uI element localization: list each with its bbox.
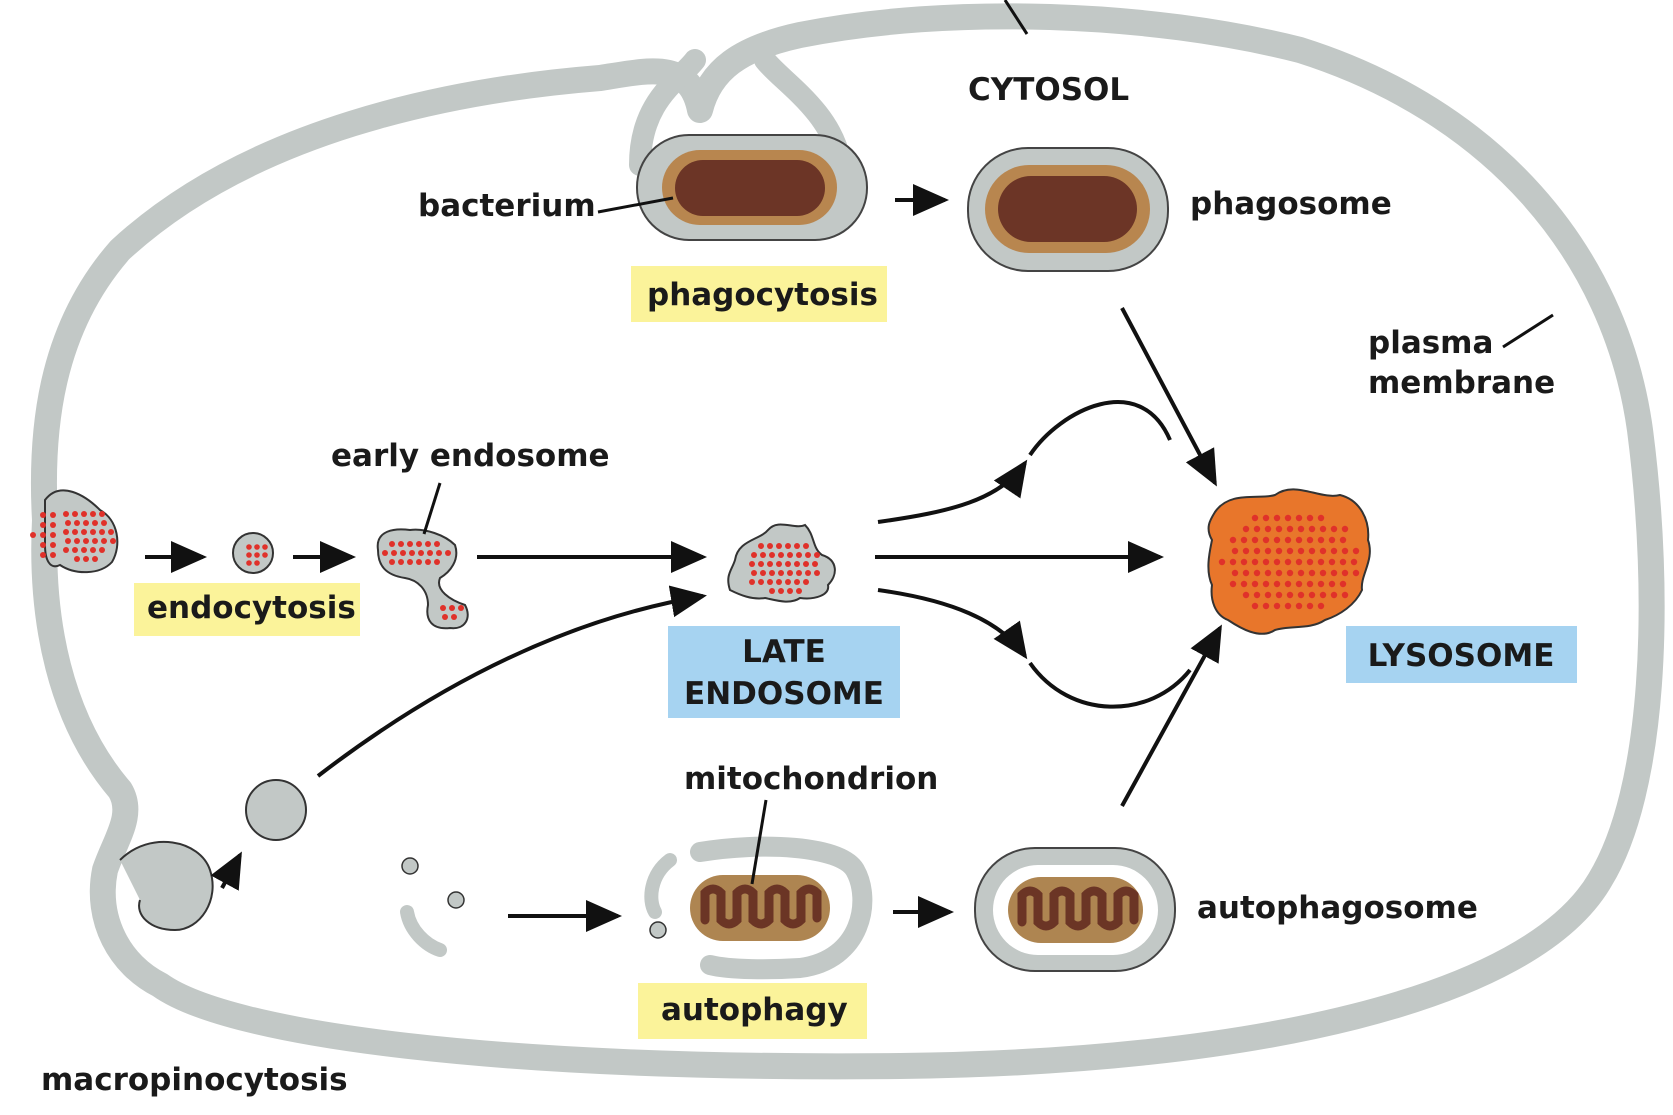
bacterium-pointer [597, 196, 674, 214]
plasma-membrane-label-line1: plasma [1368, 325, 1493, 361]
late-endosome-shape [727, 523, 836, 603]
autophagy-membrane-fragments [400, 853, 677, 957]
bacterium-label: bacterium [418, 188, 596, 224]
macropinocytosis-label: macropinocytosis [41, 1062, 348, 1098]
early-endosome-shape [376, 528, 469, 630]
late-endosome-label-line2: ENDOSOME [684, 676, 884, 712]
autophagosome-label: autophagosome [1197, 890, 1478, 926]
macropinosome-shape [119, 779, 307, 932]
arrow-autophagosome-to-lysosome [1120, 624, 1222, 807]
phagocytic-cup [629, 49, 868, 241]
mitochondrion-shape [690, 875, 830, 941]
phagosome-shape [967, 147, 1169, 272]
arrow-lower-branch-to-lysosome [1028, 661, 1192, 709]
endocytosis-label: endocytosis [147, 590, 356, 626]
arrow-late-endosome-upper-branch [877, 459, 1028, 524]
lysosome-shape [1207, 488, 1371, 635]
early-endosome-label: early endosome [331, 438, 610, 474]
arrow-upper-branch-to-lysosome [1028, 400, 1172, 457]
endocytic-pit [30, 489, 119, 574]
late-endosome-highlight [668, 626, 900, 718]
mitochondrion-label: mitochondrion [684, 761, 938, 797]
arrow-phagosome-to-lysosome [1120, 307, 1217, 487]
plasma-membrane-label-line2: membrane [1368, 365, 1555, 401]
cytosol-label: CYTOSOL [968, 72, 1129, 108]
arrow-macropinosome-to-late-endosome [316, 585, 707, 778]
membrane-pointer-top [1003, 0, 1029, 35]
plasma-membrane-shape [30, 3, 1665, 1080]
plasma-membrane-pointer [1502, 313, 1554, 349]
endocytic-vesicle [232, 532, 274, 574]
late-endosome-label-line1: LATE [742, 634, 826, 670]
phagocytosis-label: phagocytosis [647, 277, 878, 313]
pathway-arrows [145, 184, 1222, 932]
lysosome-highlight [1346, 626, 1577, 683]
autophagy-label: autophagy [661, 992, 848, 1028]
autophagy-highlight [638, 983, 867, 1039]
autophagosome-shape [974, 847, 1176, 972]
early-endosome-pointer [422, 482, 442, 535]
arrow-late-endosome-lower-branch [877, 588, 1028, 660]
phagocytosis-highlight [631, 266, 887, 322]
endocytosis-highlight [134, 583, 360, 636]
phagophore-shape [690, 836, 873, 980]
arrow-macropinosome-up [210, 851, 242, 891]
mitochondrion-pointer [750, 799, 768, 885]
lysosome-label: LYSOSOME [1368, 638, 1555, 674]
phagosome-label: phagosome [1190, 186, 1392, 222]
